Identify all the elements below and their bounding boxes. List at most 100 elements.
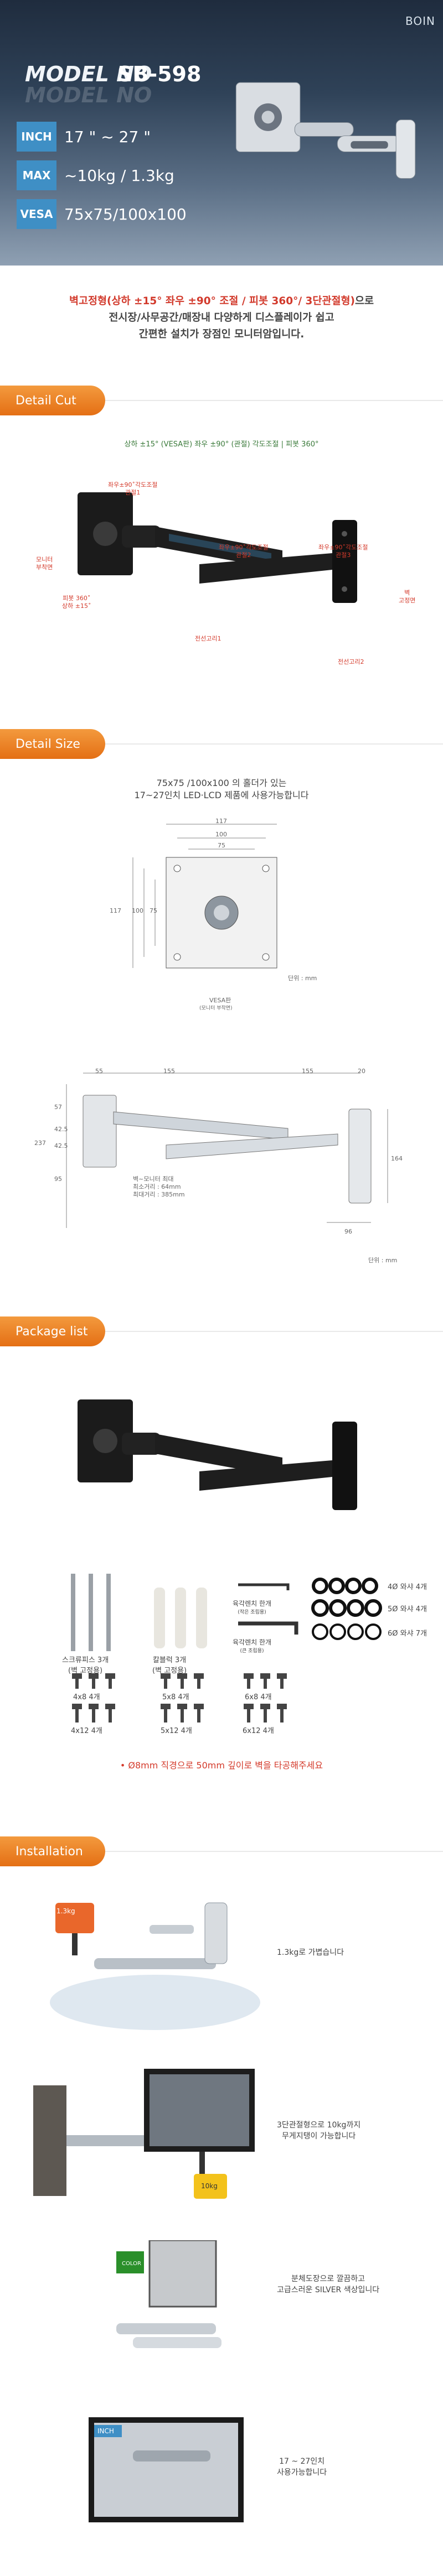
spec-inch: INCH 17 " ~ 27 " <box>17 122 199 152</box>
brand-logo: BOIN <box>405 14 435 28</box>
spec-label: VESA <box>17 199 56 229</box>
install-step4-tag: INCH <box>97 2427 114 2435</box>
install-step1-tag: 1.3kg <box>56 1907 75 1915</box>
section-header-detail-cut: Detail Cut <box>0 386 105 415</box>
spec-max: MAX ~10kg / 1.3kg <box>17 160 199 190</box>
detail-cut-caption: 상하 ±15° (VESA판) 좌우 ±90° (관절) 각도조절 | 피봇 3… <box>124 440 319 449</box>
v-dim-164: 164 <box>391 1155 403 1162</box>
hero-banner: BOIN MODEL NO MODEL NO SB-598 INCH 17 " … <box>0 0 443 266</box>
dim-100: 100 <box>215 831 227 838</box>
install-step4-image <box>89 2417 244 2522</box>
side-dim-155-b: 155 <box>302 1068 313 1075</box>
intro-highlight: 벽고정형(상하 ±15° 좌우 ±90° 조절 / 피봇 360°/ 3단관절형… <box>69 295 355 307</box>
section-title: Installation <box>16 1844 83 1859</box>
black-arm-image <box>78 492 357 603</box>
install-step2-image <box>33 2069 255 2199</box>
dim-h100: 100 <box>132 907 143 914</box>
section-title: Detail Size <box>16 737 80 751</box>
install-step4-text: 17 ~ 27인치 사용가능합니다 <box>277 2457 327 2477</box>
part-anchors-label: 칼블럭 3개(벽 고정용) <box>152 1656 187 1675</box>
callout-pivot: 피봇 360˚상하 ±15˚ <box>62 595 91 610</box>
callout-cable2: 전선고리2 <box>338 658 364 665</box>
bolt-6x8-label: 6x8 4개 <box>245 1693 272 1701</box>
dim-117: 117 <box>215 818 227 825</box>
callout-cable1: 전선고리1 <box>195 635 222 642</box>
vesa-plate-drawing <box>132 824 277 969</box>
side-dim-155-a: 155 <box>163 1068 175 1075</box>
section-divider <box>105 743 443 745</box>
section-divider <box>105 400 443 401</box>
washer-icons <box>311 1578 382 1640</box>
intro-line-2: 전시장/사무공간/매장내 다양하게 디스플레이가 쉽고 <box>109 312 334 324</box>
spec-label: MAX <box>17 160 56 190</box>
washer-5-label: 5Ø 와샤 4개 <box>388 1605 427 1614</box>
dim-75: 75 <box>218 842 225 849</box>
distance-note: 벽~모니터 최대 최소거리 : 64mm 최대거리 : 385mm <box>133 1175 185 1198</box>
section-divider <box>105 1851 443 1852</box>
dim-h117: 117 <box>110 907 121 914</box>
bolt-5x8-label: 5x8 4개 <box>162 1693 189 1701</box>
side-dimension-drawing <box>66 1073 388 1228</box>
spec-vesa: VESA 75x75/100x100 <box>17 199 199 229</box>
bolt-5x12-label: 5x12 4개 <box>161 1727 192 1735</box>
side-dim-20: 20 <box>358 1068 365 1075</box>
install-step3-tag: COLOR <box>122 2261 141 2267</box>
intro-line-1: 벽고정형(상하 ±15° 좌우 ±90° 조절 / 피봇 360°/ 3단관절형… <box>22 293 421 310</box>
model-label-reflection: MODEL NO <box>25 83 152 107</box>
intro-text: 벽고정형(상하 ±15° 좌우 ±90° 조절 / 피봇 360°/ 3단관절형… <box>22 293 421 343</box>
silver-arm-image <box>235 82 416 179</box>
install-step1-image <box>50 1902 260 2030</box>
v-dim-95: 95 <box>54 1175 62 1183</box>
screw-icons <box>71 1574 111 1651</box>
spec-value: 17 " ~ 27 " <box>64 127 151 146</box>
hex-wrench-icons <box>238 1583 298 1635</box>
part-large-wrench-label: 육각렌치 한개(큰 조립용) <box>233 1638 272 1654</box>
part-screws-label: 스크류피스 3개(벽 고정용) <box>62 1656 109 1675</box>
install-step2-tag: 10kg <box>201 2182 218 2190</box>
section-header-installation: Installation <box>0 1836 105 1866</box>
spec-label: INCH <box>17 122 56 152</box>
detail-size-caption: 75x75 /100x100 의 홀더가 있는 17~27인치 LED·LCD … <box>134 778 309 800</box>
washer-6-label: 6Ø 와샤 7개 <box>388 1630 427 1638</box>
side-dim-96: 96 <box>344 1228 352 1235</box>
side-dim-55: 55 <box>95 1068 103 1075</box>
section-divider <box>105 1331 443 1332</box>
vesa-plate-sublabel: (모니터 부착면) <box>199 1006 233 1011</box>
section-bar <box>0 386 105 415</box>
bolt-4x8-label: 4x8 4개 <box>73 1693 100 1701</box>
section-bar <box>0 1316 105 1346</box>
v-dim-42-b: 42.5 <box>54 1142 68 1149</box>
install-step3-image <box>116 2240 222 2348</box>
intro-line-1-rest: 으로 <box>354 295 374 307</box>
bolt-4x12-label: 4x12 4개 <box>71 1727 102 1735</box>
drill-note: • Ø8mm 직경으로 50mm 깊이로 벽을 타공해주세요 <box>120 1760 323 1771</box>
section-header-detail-size: Detail Size <box>0 729 105 759</box>
bolt-6x12-label: 6x12 4개 <box>243 1727 274 1735</box>
anchor-icons <box>154 1588 207 1648</box>
dim-h75: 75 <box>150 907 157 914</box>
spec-value: 75x75/100x100 <box>64 205 187 223</box>
section-bar <box>0 1836 105 1866</box>
v-dim-total: 237 <box>34 1139 46 1147</box>
install-step2-text: 3단관절형으로 10kg까지 무게지탱이 가능합니다 <box>277 2121 361 2141</box>
vesa-plate-label: VESA판 <box>209 997 231 1004</box>
section-bar <box>0 729 105 759</box>
bolt-icons <box>72 1673 287 1722</box>
v-dim-57: 57 <box>54 1104 62 1111</box>
v-dim-42-a: 42.5 <box>54 1126 68 1133</box>
model-code: SB-598 <box>117 62 202 86</box>
unit-label: 단위 : mm <box>288 975 317 982</box>
part-small-wrench-label: 육각렌치 한개(작은 조립용) <box>233 1600 272 1615</box>
intro-line-3: 간편한 설치가 장점인 모니터암입니다. <box>138 329 305 340</box>
section-title: Package list <box>16 1324 88 1339</box>
spec-value: ~10kg / 1.3kg <box>64 166 174 185</box>
unit-label-2: 단위 : mm <box>368 1257 398 1264</box>
section-title: Detail Cut <box>16 393 76 408</box>
install-step3-text: 분체도장으로 깔끔하고 고급스러운 SILVER 색상입니다 <box>277 2275 380 2294</box>
install-step1-text: 1.3kg로 가볍습니다 <box>277 1948 344 1957</box>
washer-4-label: 4Ø 와샤 4개 <box>388 1583 427 1591</box>
model-label: MODEL NO <box>25 62 152 86</box>
